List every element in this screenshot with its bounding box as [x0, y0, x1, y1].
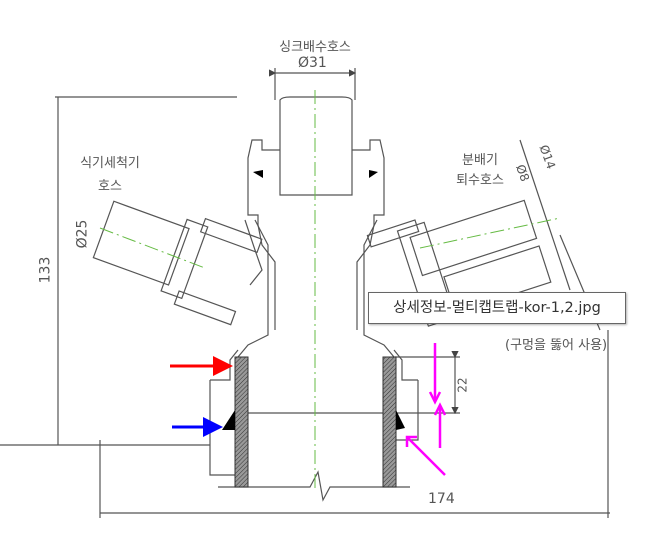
distributor-label-2: 퇴수호스 [456, 173, 504, 188]
blue-arrow [172, 417, 223, 437]
red-arrow [170, 356, 233, 376]
insert-dimension: 22 [455, 377, 470, 393]
height-dimension: 133 [37, 256, 54, 284]
cut-line [218, 470, 410, 502]
sink-diameter: Ø31 [298, 55, 327, 71]
dishwasher-hose-label-2: 호스 [98, 179, 122, 194]
dishwasher-hose-label-1: 식기세척기 [80, 156, 140, 171]
magenta-arrows [405, 343, 447, 476]
dishwasher-diameter: Ø25 [74, 219, 91, 249]
drill-note: (구멍을 뚫어 사용) [505, 338, 608, 353]
distributor-label-1: 분배기 [462, 153, 498, 168]
width-dimension: 174 [428, 491, 455, 507]
left-seal [222, 410, 235, 430]
sink-hose-label: 싱크배수호스 [279, 40, 351, 55]
right-pipe-wall [382, 356, 397, 488]
filename-tooltip: 상세정보-멀티캡트랩-kor-1,2.jpg [368, 292, 626, 324]
left-pipe-wall [234, 356, 249, 488]
right-seal [396, 410, 405, 430]
